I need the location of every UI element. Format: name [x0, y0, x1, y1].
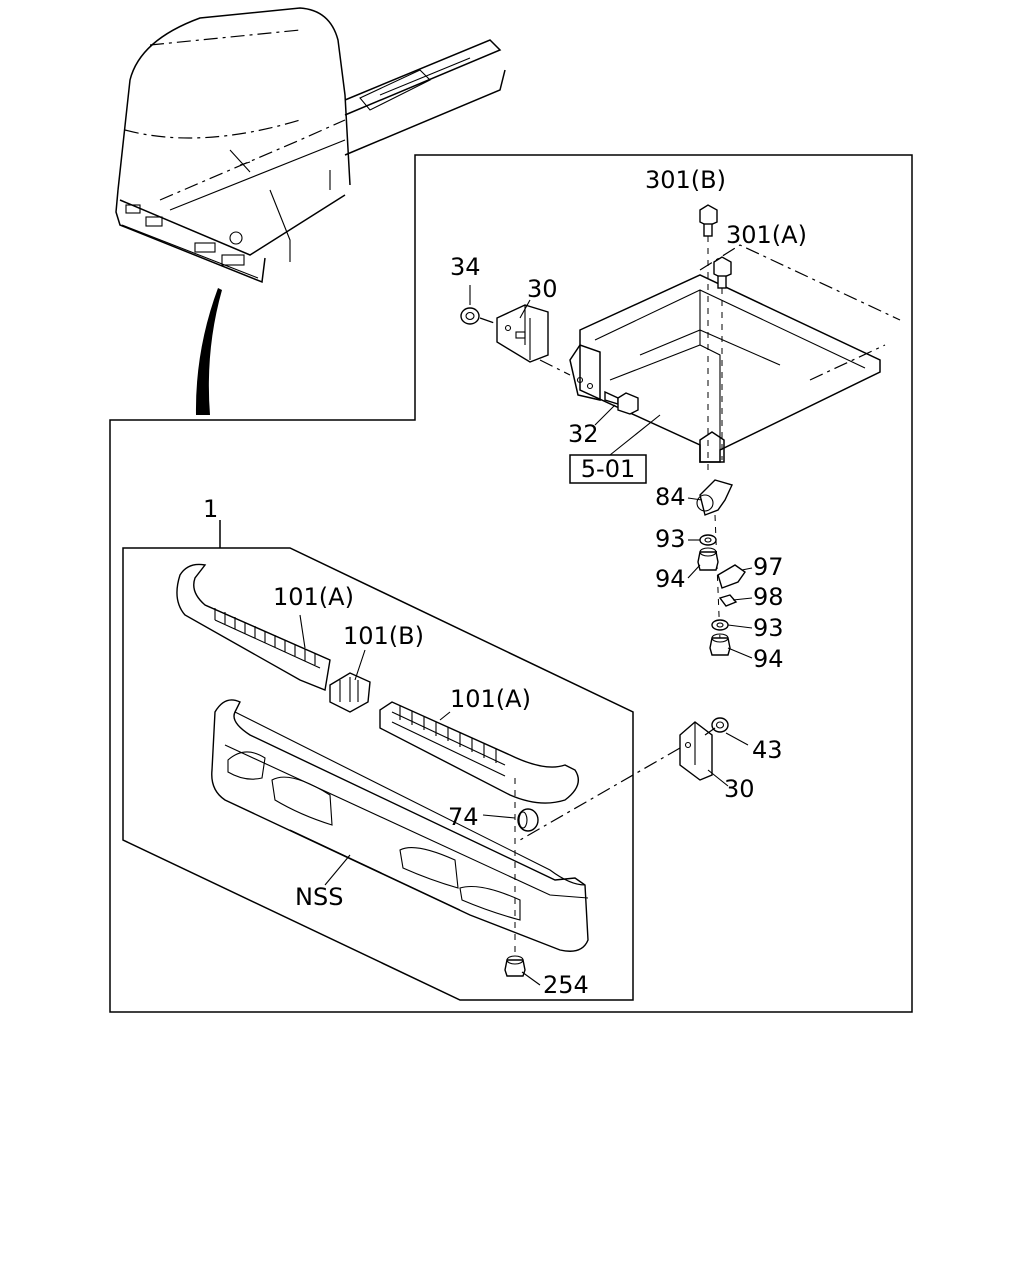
pin-98 [718, 594, 738, 607]
washer-93-b [711, 619, 729, 631]
bumper-guard-101a-right [379, 701, 579, 804]
bolt-301b [699, 204, 718, 237]
label-32: 32 [568, 420, 599, 448]
label-98: 98 [753, 583, 784, 611]
nut-254 [504, 955, 526, 977]
label-93-a: 93 [655, 525, 686, 553]
clip-97 [717, 564, 746, 589]
label-101a-top: 101(A) [273, 583, 354, 611]
label-30-top: 30 [527, 275, 558, 303]
leader-lines [299, 285, 753, 986]
washer-93-a [699, 534, 717, 546]
label-94-b: 94 [753, 645, 784, 673]
chassis-frame [569, 244, 901, 463]
label-94-a: 94 [655, 565, 686, 593]
label-nss: NSS [295, 883, 343, 911]
label-43: 43 [752, 736, 783, 764]
label-301a: 301(A) [726, 221, 807, 249]
label-97: 97 [753, 553, 784, 581]
label-74: 74 [448, 803, 479, 831]
nut-94-a [697, 547, 719, 571]
label-93-b: 93 [753, 614, 784, 642]
reference-label: 5-01 [581, 455, 635, 483]
bumper-guard-101b [329, 672, 371, 713]
bolt-32 [604, 390, 639, 415]
reference-box [569, 454, 647, 484]
bracket-30-bottom [679, 721, 713, 781]
label-101b: 101(B) [343, 622, 424, 650]
label-101a-mid: 101(A) [450, 685, 531, 713]
label-301b: 301(B) [645, 166, 726, 194]
detail-frame [109, 154, 913, 1013]
clip-74 [517, 808, 539, 832]
nut-34 [460, 307, 480, 325]
bracket-30-top [496, 304, 549, 363]
label-84: 84 [655, 483, 686, 511]
bumper-guard-101a-left [176, 563, 331, 691]
bumper-assembly-box [122, 547, 634, 1001]
label-1: 1 [203, 495, 218, 523]
nut-94-b [709, 633, 731, 656]
label-30-bottom: 30 [724, 775, 755, 803]
bumper-nss [211, 699, 589, 952]
label-254: 254 [543, 971, 589, 999]
bracket-84 [696, 479, 733, 516]
truck-cab-overview [115, 7, 506, 415]
nut-43 [711, 717, 729, 733]
label-34: 34 [450, 253, 481, 281]
